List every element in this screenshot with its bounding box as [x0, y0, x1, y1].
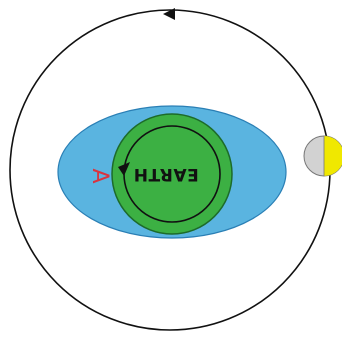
orbit-arrowhead-icon [163, 8, 175, 20]
moon [303, 135, 342, 177]
moon-lit-side [324, 136, 342, 176]
rotation-arrowhead-icon [118, 162, 130, 176]
point-a-label: A [87, 168, 112, 183]
earth-disc [111, 113, 233, 235]
earth-label: EARTH [133, 164, 198, 184]
